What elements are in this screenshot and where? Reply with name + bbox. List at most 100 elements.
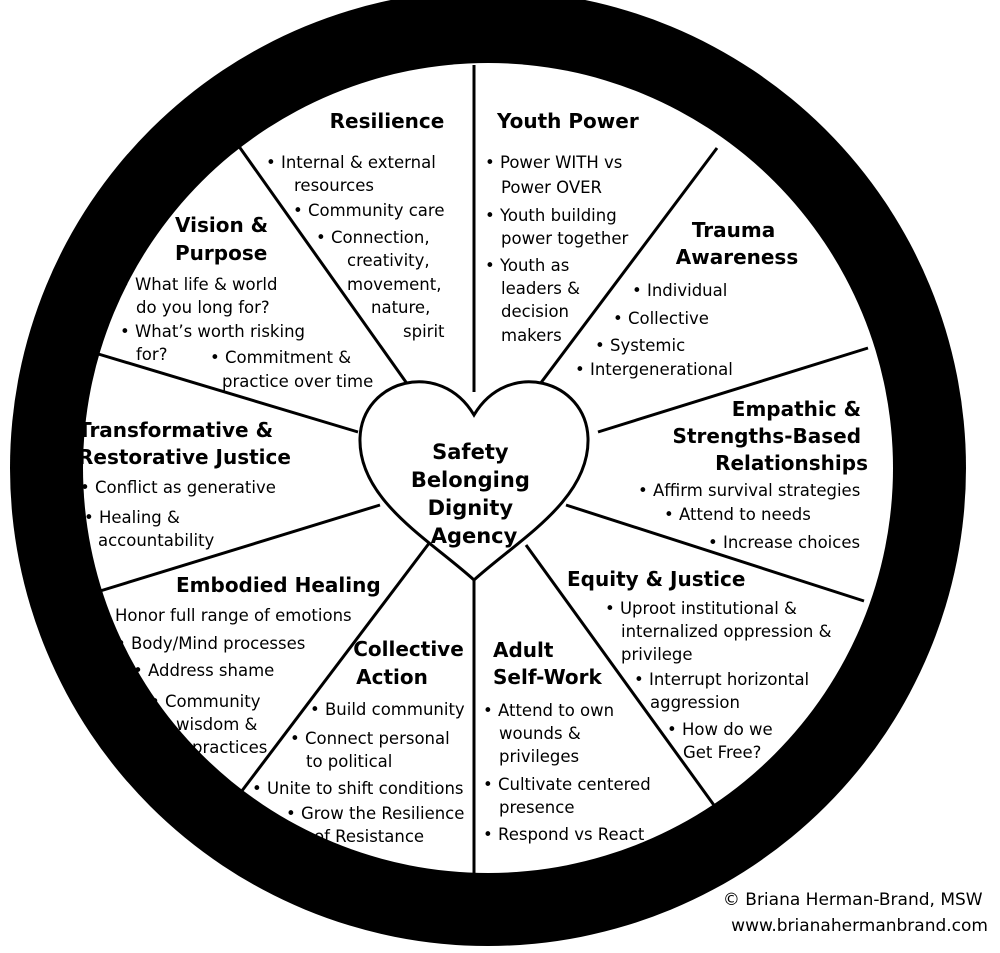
segment-line: • Affirm survival strategies [638, 481, 860, 500]
segment-vision-purpose: Vision & Purpose • What life & world do … [120, 213, 373, 391]
segment-line: • Power WITH vs [485, 153, 622, 172]
segment-line: • Community care [293, 201, 444, 220]
segment-line: Relationships [715, 451, 868, 475]
segment-line: • Internal & external [266, 153, 436, 172]
segment-line: Empathic & [732, 397, 861, 421]
segment-line: Strengths-Based [673, 424, 861, 448]
segment-line: Vision & [175, 213, 268, 237]
segment-line: • Uproot institutional & [605, 599, 797, 618]
segment-youth-power: Youth Power • Power WITH vs Power OVER •… [485, 109, 639, 345]
segment-line: • Connect personal [290, 729, 450, 748]
segment-line: nature, [371, 298, 430, 317]
segment-line: • Youth building [485, 206, 617, 225]
segment-resilience: Resilience • Internal & external resourc… [266, 109, 450, 341]
segment-embodied-healing: Embodied Healing • Honor full range of e… [100, 573, 381, 757]
segment-line: • Youth as [485, 256, 569, 275]
center-value: Agency [431, 524, 518, 548]
segment-line: privilege [621, 645, 693, 664]
divider-line [538, 147, 719, 385]
segment-line: of Resistance [314, 827, 424, 846]
center-value: Belonging [411, 468, 530, 492]
segment-title: Trauma Awareness [676, 218, 799, 269]
segment-line: • Address shame [133, 661, 274, 680]
segment-line: Equity & Justice [567, 567, 745, 591]
segment-items: • Affirm survival strategies • Attend to… [638, 481, 866, 552]
segment-line: • Community [150, 692, 261, 711]
segment-line: • Body/Mind processes [116, 634, 305, 653]
credit-author: © Briana Herman-Brand, MSW [723, 890, 983, 910]
divider-line [86, 503, 381, 597]
segment-line: • Collective [613, 309, 709, 328]
segment-line: Self-Work [493, 665, 603, 689]
segment-line: • Interrupt horizontal [634, 670, 809, 689]
divider-lines [84, 65, 869, 873]
segment-collective-action: Collective Action • Build community • Co… [252, 637, 471, 846]
divider-line [524, 544, 718, 809]
segment-line: Transformative & [78, 418, 273, 442]
segment-line: privileges [499, 747, 579, 766]
segment-line: accountability [98, 531, 215, 550]
segment-line: • How do we [667, 720, 773, 739]
segment-line: • Connection, [316, 228, 430, 247]
segment-line: • Intergenerational [575, 360, 733, 379]
segment-line: Power OVER [501, 178, 602, 197]
segment-line: resources [294, 176, 374, 195]
segment-line: movement, [347, 275, 441, 294]
segment-line: • Build community [310, 700, 465, 719]
segment-line: Restorative Justice [78, 445, 291, 469]
segment-adult-self-work: Adult Self-Work • Attend to own wounds &… [483, 638, 656, 844]
segment-line: • Cultivate centered [483, 775, 651, 794]
segment-items: • Conflict as generative • Healing & acc… [80, 478, 281, 550]
segment-empathic-relationships: Empathic & Strengths-Based Relationships… [638, 397, 868, 552]
segment-line: wounds & [499, 724, 581, 743]
segment-line: Trauma [692, 218, 775, 242]
segment-line: presence [499, 798, 574, 817]
segment-line: • Grow the Resilience [286, 804, 464, 823]
segment-line: Embodied Healing [176, 573, 381, 597]
segment-line: Action [356, 665, 428, 689]
divider-line [236, 144, 410, 386]
segment-line: makers [501, 326, 562, 345]
segment-items: • Attend to own wounds & privileges • Cu… [483, 701, 656, 844]
divider-line [230, 541, 432, 805]
segment-line: internalized oppression & [621, 622, 832, 641]
segment-items: • Internal & external resources • Commun… [266, 153, 450, 341]
center-value: Dignity [428, 496, 514, 520]
segment-title: Adult Self-Work [493, 638, 603, 689]
segment-title: Embodied Healing [176, 573, 381, 597]
segment-line: decision [501, 302, 569, 321]
segment-line: creativity, [347, 251, 430, 270]
segment-items: • Build community • Connect personal to … [252, 700, 470, 846]
segment-line: Resilience [330, 109, 445, 133]
divider-line [565, 503, 865, 603]
segment-line: • Attend to needs [664, 505, 811, 524]
segment-items: • Honor full range of emotions • Body/Mi… [100, 606, 357, 757]
segment-line: • Commitment & [210, 348, 351, 367]
segment-line: Get Free? [683, 743, 761, 762]
center-heart [358, 380, 590, 583]
segment-line: • Unite to shift conditions [252, 779, 464, 798]
credit-website: www.brianahermanbrand.com [731, 916, 988, 936]
segment-line: spirit [403, 322, 445, 341]
segment-title: Equity & Justice [567, 567, 745, 591]
segment-line: for? [136, 345, 167, 364]
segment-title: Collective Action [353, 637, 471, 689]
segment-equity-justice: Equity & Justice • Uproot institutional … [567, 567, 832, 762]
segment-line: Purpose [175, 241, 267, 265]
segment-line: • Respond vs React [483, 825, 645, 844]
segment-line: • Conflict as generative [80, 478, 276, 497]
segment-title: Resilience [330, 109, 445, 133]
segment-line: aggression [650, 693, 740, 712]
segment-line: • Individual [632, 281, 727, 300]
segment-transformative-justice: Transformative & Restorative Justice • C… [78, 418, 291, 550]
segment-line: practice over time [222, 372, 373, 391]
divider-line [597, 346, 869, 434]
copyright-credit: © Briana Herman-Brand, MSW www.brianaher… [723, 890, 988, 936]
segment-items: • Individual • Collective • Systemic • I… [575, 281, 733, 379]
segment-title: Vision & Purpose [175, 213, 275, 265]
segment-line: • Increase choices [708, 533, 860, 552]
segment-line: Awareness [676, 245, 799, 269]
segment-line: • Healing & [84, 508, 180, 527]
segment-trauma-awareness: Trauma Awareness • Individual • Collecti… [575, 218, 798, 379]
